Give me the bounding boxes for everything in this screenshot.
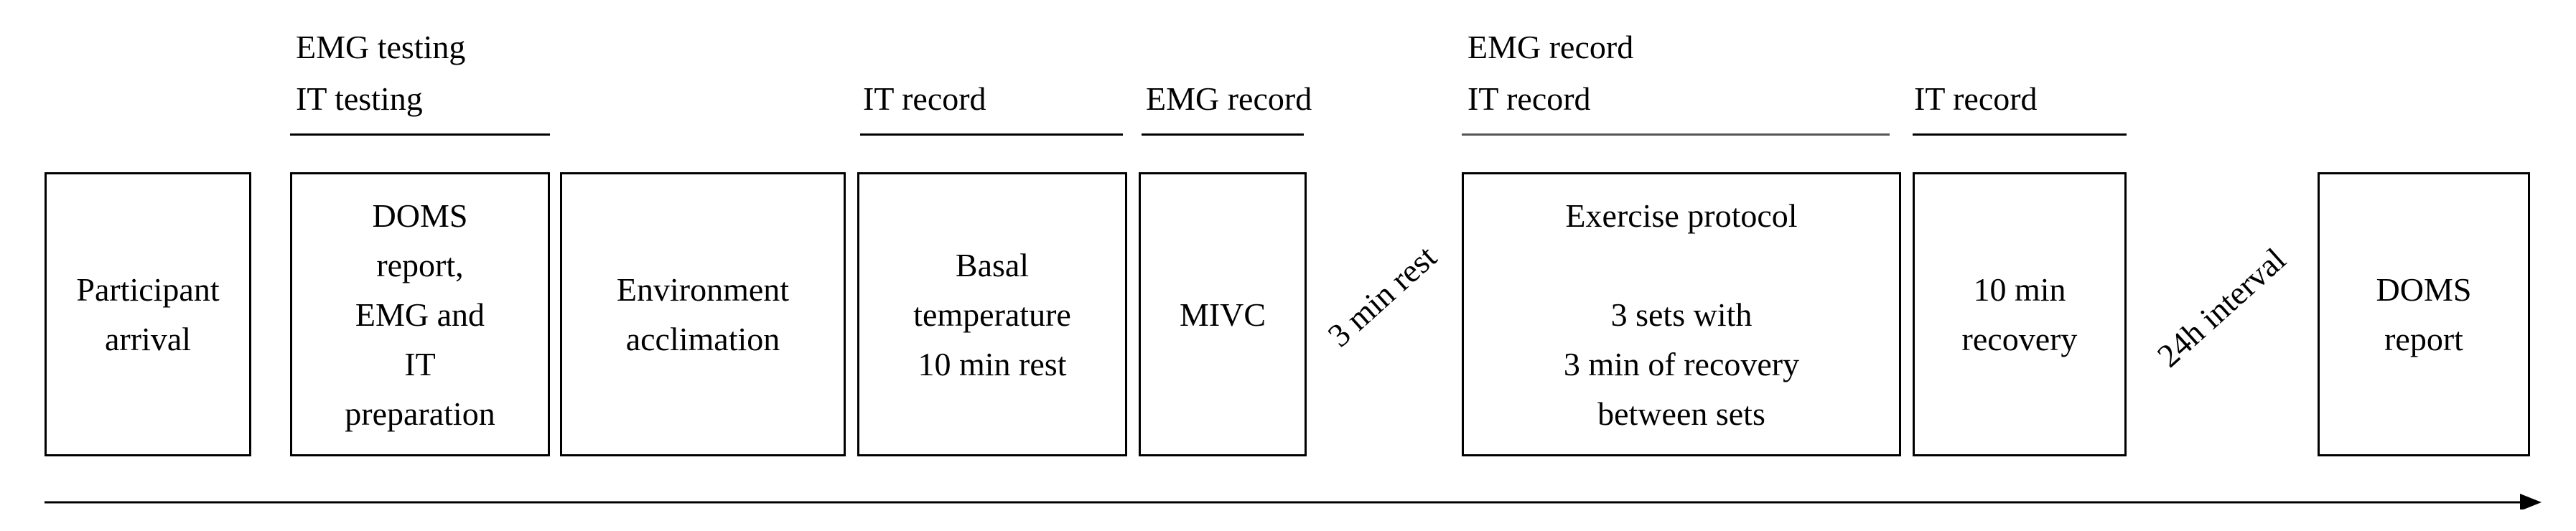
step-label: Basal temperature 10 min rest [913,246,1071,382]
step-basal-temperature: Basal temperature 10 min rest [857,172,1127,456]
step-doms-report-final: DOMS report [2318,172,2530,456]
step-label: MIVC [1179,296,1266,333]
header-it-testing: IT testing [296,80,423,117]
header-it-record-exercise: IT record [1467,80,1591,117]
header-it-record-basal: IT record [863,80,986,117]
step-participant-arrival: Participant arrival [45,172,251,456]
interval-24h-label: 24h interval [2150,240,2293,375]
header-emg-testing: EMG testing [296,29,466,65]
header-underline [1142,133,1304,136]
step-doms-report-preparation: DOMS report, EMG and IT preparation [290,172,550,456]
header-emg-record-mivc: EMG record [1146,80,1312,117]
step-label: DOMS report, EMG and IT preparation [345,197,495,432]
step-recovery: 10 min recovery [1913,172,2127,456]
timeline-arrow [45,494,2542,509]
arrowhead-icon [2520,494,2542,509]
header-underline [1913,133,2127,136]
step-exercise-protocol: Exercise protocol 3 sets with 3 min of r… [1462,172,1901,456]
header-underline [290,133,550,136]
step-label: Exercise protocol 3 sets with 3 min of r… [1563,197,1800,432]
step-label: DOMS report [2376,271,2472,357]
header-underline [1462,133,1890,136]
step-label: Environment acclimation [616,271,790,357]
header-emg-record-exercise: EMG record [1467,29,1634,65]
step-mivc: MIVC [1139,172,1307,456]
step-environment-acclimation: Environment acclimation [560,172,846,456]
header-underline [860,133,1123,136]
step-label: Participant arrival [76,271,220,357]
step-label: 10 min recovery [1961,271,2078,357]
interval-rest-label: 3 min rest [1320,238,1444,354]
header-it-record-recovery: IT record [1914,80,2038,117]
